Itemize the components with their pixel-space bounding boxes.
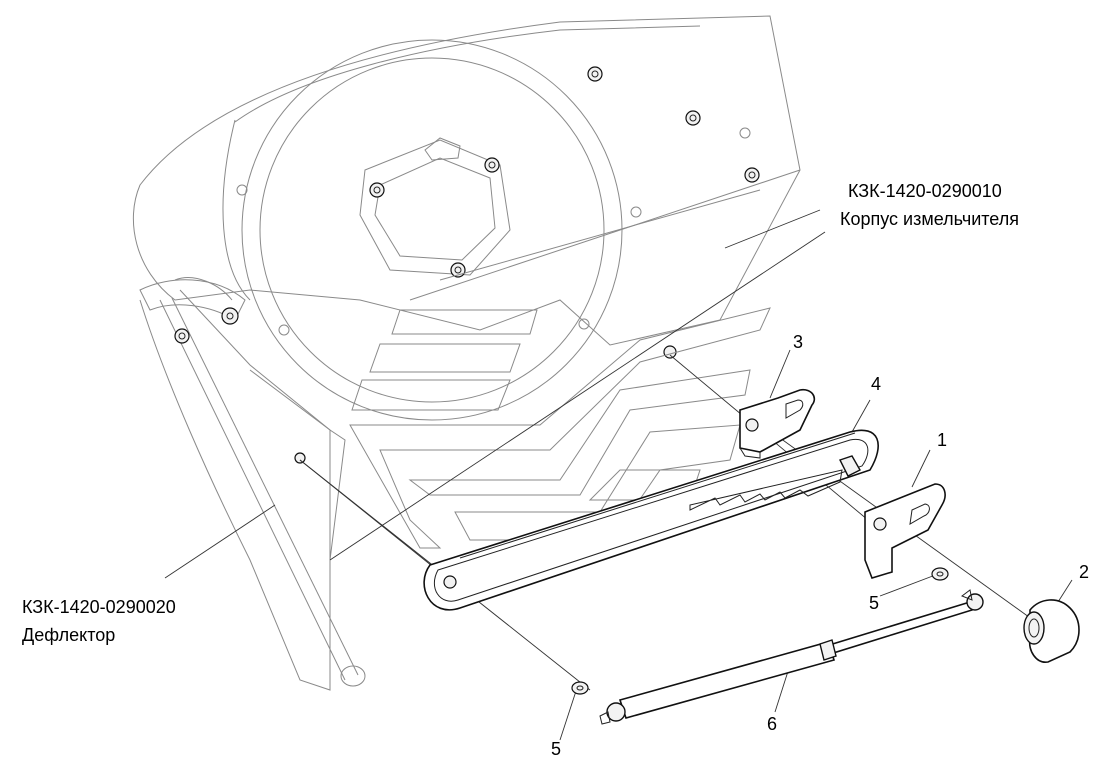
callout-3: 3 [793,332,803,352]
bracket-part-3 [739,388,816,459]
callout-2: 2 [1079,562,1089,582]
deflector-name-label: Дефлектор [22,625,115,645]
housing-bolts [174,66,760,464]
callout-5-right: 5 [869,593,879,613]
callout-4: 4 [871,374,881,394]
deflector-strip-part-4 [423,429,879,611]
knob-part-2 [1023,599,1080,663]
housing-code-label: КЗК-1420-0290010 [848,181,1002,201]
housing-name-label: Корпус измельчителя [840,209,1019,229]
washers-part-5 [571,567,949,695]
gas-strut-part-6 [599,589,984,725]
deflector-code-label: КЗК-1420-0290020 [22,597,176,617]
callout-1: 1 [937,430,947,450]
callout-5-left: 5 [551,739,561,759]
part-labels: КЗК-1420-0290010 Корпус измельчителя КЗК… [22,181,1089,759]
callout-6: 6 [767,714,777,734]
chopper-housing [133,15,801,691]
bracket-part-1 [864,483,946,579]
leader-lines [164,209,1073,741]
